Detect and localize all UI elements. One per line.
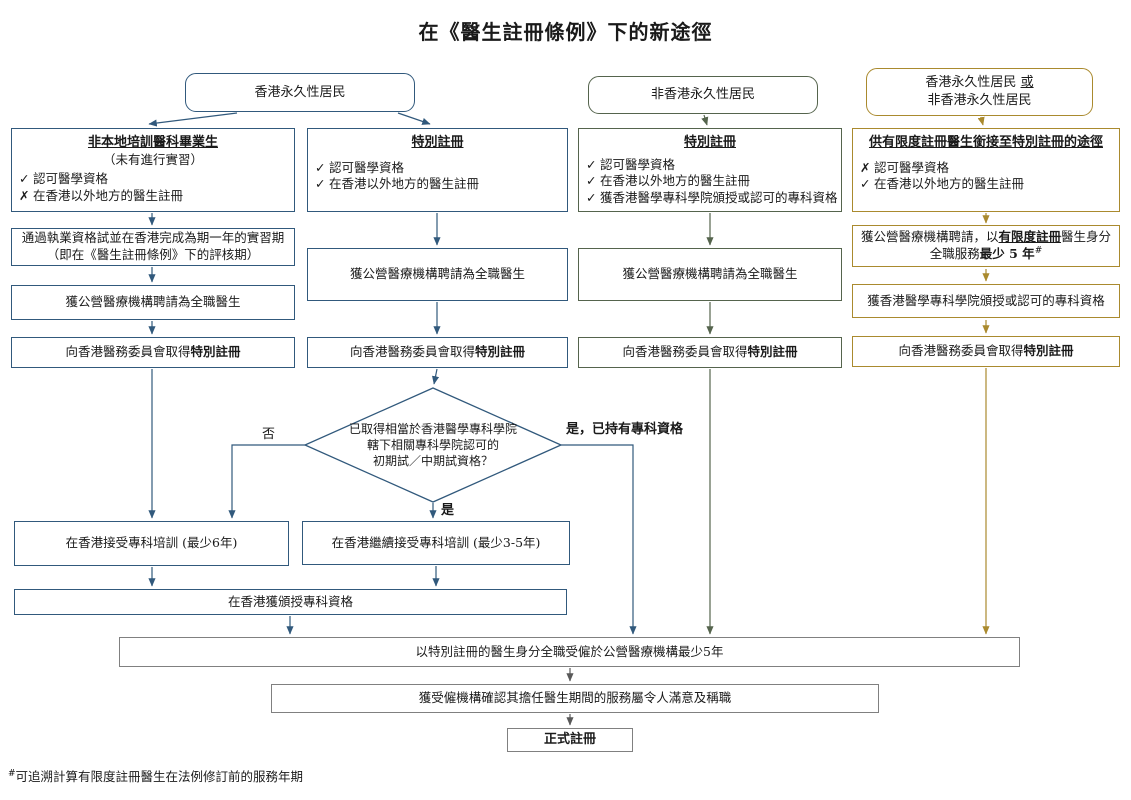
box-subtitle: （未有進行實習） [102, 151, 203, 167]
box-text-line2: （即在《醫生註冊條例》下的評核期） [46, 247, 260, 262]
criteria-item: ✗認可醫學資格 [860, 159, 950, 175]
col1-eligibility-box: 非本地培訓醫科畢業生 （未有進行實習） ✓認可醫學資格 ✗在香港以外地方的醫生註… [11, 128, 295, 212]
check-icon: ✓ [860, 176, 871, 192]
footnote: #可追溯計算有限度註冊醫生在法例修訂前的服務年期 [8, 768, 304, 784]
col2-special-registration-box: 向香港醫務委員會取得特別註冊 [307, 337, 568, 368]
criteria-item: ✓在香港以外地方的醫生註冊 [860, 176, 1025, 192]
connector-col2-c-diamond [431, 368, 440, 385]
box-text: 在香港接受專科培訓 (最少6年) [65, 535, 238, 551]
training-three-five-years-box: 在香港繼續接受專科培訓 (最少3-5年) [302, 521, 570, 565]
box-text: 正式註冊 [543, 732, 596, 748]
box-text: 在香港獲頒授專科資格 [227, 593, 353, 609]
col3-eligibility-box: 特別註冊 ✓認可醫學資格 ✓在香港以外地方的醫生註冊 ✓獲香港醫學專科學院頒授或… [578, 128, 842, 212]
criteria-item: ✓認可醫學資格 [19, 171, 109, 187]
col4-special-registration-box: 向香港醫務委員會取得特別註冊 [852, 336, 1120, 367]
box-text-line2: 全職服務最少 5 年# [929, 246, 1043, 262]
criteria-item: ✓在香港以外地方的醫生註冊 [586, 173, 751, 189]
criteria-item: ✓認可醫學資格 [586, 156, 676, 172]
criteria-list: ✗認可醫學資格 ✓在香港以外地方的醫生註冊 [853, 152, 1119, 194]
employer-confirmation-box: 獲受僱機構確認其擔任醫生期間的服務屬令人滿意及稱職 [271, 684, 879, 713]
box-text: 向香港醫務委員會取得特別註冊 [65, 344, 241, 360]
decision-diamond [303, 387, 563, 503]
box-text: 獲公營醫療機構聘請為全職醫生 [65, 294, 241, 310]
col3-public-employment-box: 獲公營醫療機構聘請為全職醫生 [578, 248, 842, 301]
col2-public-employment-box: 獲公營醫療機構聘請為全職醫生 [307, 248, 568, 301]
connector-header1-col2 [397, 112, 431, 125]
col4-limited-registration-service-box: 獲公營醫療機構聘請，以有限度註冊醫生身分 全職服務最少 5 年# [852, 225, 1120, 267]
check-icon: ✓ [315, 159, 326, 175]
box-title: 非本地培訓醫科畢業生 [87, 135, 218, 150]
box-title: 特別註冊 [411, 135, 464, 150]
check-icon: ✓ [19, 171, 30, 187]
footnote-marker: # [8, 768, 16, 779]
check-icon: ✓ [315, 176, 326, 192]
decision-line3: 初期試／中期試資格？ [372, 453, 493, 468]
header-hk-permanent-resident: 香港永久性居民 [185, 73, 415, 112]
criteria-item: ✓認可醫學資格 [315, 159, 405, 175]
check-icon: ✓ [586, 173, 597, 189]
employment-five-years-box: 以特別註冊的醫生身分全職受僱於公營醫療機構最少5年 [119, 637, 1020, 667]
criteria-list: ✓認可醫學資格 ✓在香港以外地方的醫生註冊 ✓獲香港醫學專科學院頒授或認可的專科… [579, 152, 841, 208]
connector-branch-no [228, 444, 305, 519]
decision-line2: 轄下相關專科學院認可的 [366, 437, 499, 452]
header-label: 香港永久性居民 [254, 84, 346, 100]
col2-eligibility-box: 特別註冊 ✓認可醫學資格 ✓在香港以外地方的醫生註冊 [307, 128, 568, 212]
col1-public-employment-box: 獲公營醫療機構聘請為全職醫生 [11, 285, 295, 320]
box-text: 獲公營醫療機構聘請為全職醫生 [622, 266, 798, 282]
box-text: 獲受僱機構確認其擔任醫生期間的服務屬令人滿意及稱職 [418, 690, 732, 706]
check-icon: ✓ [586, 156, 597, 172]
box-text: 獲公營醫療機構聘請為全職醫生 [349, 266, 525, 282]
box-title: 特別註冊 [683, 135, 736, 150]
header-label-line2: 非香港永久性居民 [927, 93, 1032, 108]
box-text: 向香港醫務委員會取得特別註冊 [898, 343, 1074, 359]
criteria-list: ✓認可醫學資格 ✓在香港以外地方的醫生註冊 [308, 152, 567, 194]
full-registration-box: 正式註冊 [507, 728, 633, 752]
footnote-marker: # [1034, 246, 1043, 257]
cross-icon: ✗ [19, 188, 30, 204]
cross-icon: ✗ [860, 159, 871, 175]
decision-line1: 已取得相當於香港醫學專科學院 [348, 422, 517, 436]
header-label: 非香港永久性居民 [650, 87, 755, 103]
box-text: 獲香港醫學專科學院頒授或認可的專科資格 [867, 292, 1105, 308]
connector-header2-col3 [701, 114, 709, 126]
connector-header1-col1 [148, 112, 238, 127]
training-six-years-box: 在香港接受專科培訓 (最少6年) [14, 521, 289, 566]
col3-special-registration-box: 向香港醫務委員會取得特別註冊 [578, 337, 842, 368]
decision-question: 已取得相當於香港醫學專科學院 轄下相關專科學院認可的 初期試／中期試資格？ [323, 422, 543, 469]
box-text: 在香港繼續接受專科培訓 (最少3-5年) [331, 534, 541, 550]
criteria-item: ✓在香港以外地方的醫生註冊 [315, 176, 480, 192]
col1-exam-internship-box: 通過執業資格試並在香港完成為期一年的實習期 （即在《醫生註冊條例》下的評核期） [11, 228, 295, 266]
box-text: 向香港醫務委員會取得特別註冊 [622, 344, 798, 360]
box-text: 向香港醫務委員會取得特別註冊 [349, 344, 526, 360]
branch-label-yes: 是 [441, 503, 455, 518]
box-text-line1: 通過執業資格試並在香港完成為期一年的實習期 [21, 230, 285, 246]
criteria-item: ✓獲香港醫學專科學院頒授或認可的專科資格 [586, 190, 838, 206]
criteria-list: ✓認可醫學資格 ✗在香港以外地方的醫生註冊 [12, 168, 294, 205]
header-label-line1: 香港永久性居民 或 [925, 75, 1034, 91]
criteria-item: ✗在香港以外地方的醫生註冊 [19, 188, 184, 204]
col4-specialist-qualification-box: 獲香港醫學專科學院頒授或認可的專科資格 [852, 284, 1120, 318]
box-title: 供有限度註冊醫生銜接至特別註冊的途徑 [868, 135, 1103, 150]
branch-label-no: 否 [262, 427, 276, 442]
check-icon: ✓ [586, 190, 597, 206]
box-text-line1: 獲公營醫療機構聘請，以有限度註冊醫生身分 [860, 228, 1112, 244]
header-either-resident: 香港永久性居民 或 非香港永久性居民 [866, 68, 1093, 116]
col1-special-registration-box: 向香港醫務委員會取得特別註冊 [11, 337, 295, 368]
connector-branch-yes-specialist [561, 444, 637, 635]
col4-bridging-pathway-box: 供有限度註冊醫生銜接至特別註冊的途徑 ✗認可醫學資格 ✓在香港以外地方的醫生註冊 [852, 128, 1120, 212]
page-title: 在《醫生註冊條例》下的新途徑 [418, 20, 713, 44]
specialist-qualification-awarded-box: 在香港獲頒授專科資格 [14, 589, 567, 615]
header-non-hk-permanent-resident: 非香港永久性居民 [588, 76, 818, 114]
branch-label-yes-specialist: 是，已持有專科資格 [566, 422, 684, 437]
connector-header3-col4 [977, 116, 985, 126]
box-text: 以特別註冊的醫生身分全職受僱於公營醫療機構最少5年 [415, 643, 724, 659]
